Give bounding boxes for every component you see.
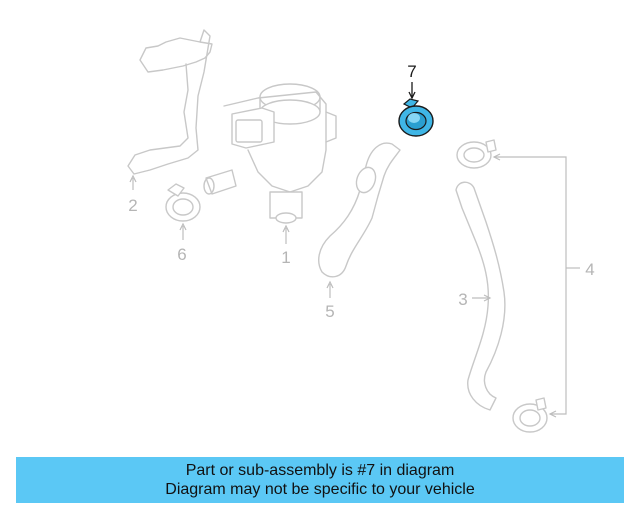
callout-leader-7 <box>408 82 416 100</box>
callout-number-1: 1 <box>281 248 290 267</box>
callout-number-5: 5 <box>325 302 334 321</box>
parts-diagram: 1 2 3 4 5 6 7 <box>127 29 595 433</box>
clamp-part-7-highlighted <box>398 98 434 137</box>
callout-number-3: 3 <box>458 290 467 309</box>
bracket-part-2 <box>127 29 213 175</box>
clamp-part-4-top <box>456 139 497 169</box>
callout-number-6: 6 <box>177 245 186 264</box>
callout-leaders <box>129 153 580 418</box>
clamp-part-6 <box>165 183 201 222</box>
pump-part-1 <box>203 83 337 224</box>
hose-part-5 <box>318 142 401 278</box>
callout-number-7: 7 <box>407 62 416 81</box>
callout-number-4: 4 <box>585 260 594 279</box>
callout-number-2: 2 <box>128 196 137 215</box>
banner-line-part-info: Part or sub-assembly is #7 in diagram <box>185 462 455 479</box>
hose-part-3 <box>455 181 506 411</box>
info-banner: Part or sub-assembly is #7 in diagram Di… <box>16 457 624 503</box>
clamp-part-4-bottom <box>512 397 548 433</box>
banner-line-disclaimer: Diagram may not be specific to your vehi… <box>165 481 475 498</box>
